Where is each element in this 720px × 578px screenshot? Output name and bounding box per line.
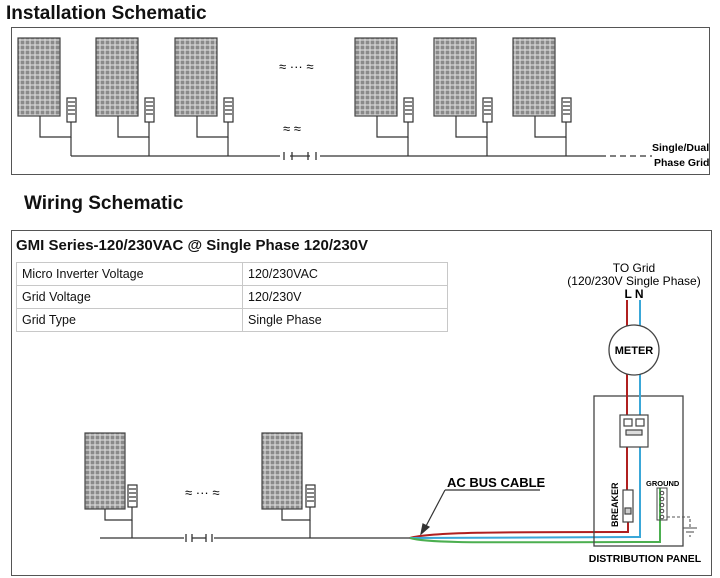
distribution-panel-box	[593, 395, 684, 547]
ac-bus-cable-label: AC BUS CABLE	[447, 475, 546, 490]
installation-frame	[11, 27, 710, 175]
grid-wires	[626, 300, 641, 537]
solar-panel-2	[95, 37, 139, 117]
table-row: Grid Voltage 120/230V	[16, 285, 448, 309]
breaker	[622, 489, 634, 523]
spec-value: 120/230VAC	[242, 262, 448, 286]
solar-panel-3	[174, 37, 218, 117]
ln-label: L N	[624, 287, 643, 301]
micro-inverter-1	[66, 97, 77, 123]
wiring-panel-2	[261, 432, 303, 510]
wiring-ellipsis: ≈ ··· ≈	[185, 485, 219, 500]
ground-label: GROUND	[646, 479, 680, 488]
installation-ellipsis: ≈ ··· ≈	[279, 59, 313, 74]
ground-symbol	[667, 516, 697, 537]
table-row: Grid Type Single Phase	[16, 308, 448, 332]
micro-inverter-6	[561, 97, 572, 123]
wiring-panel-1	[84, 432, 126, 510]
installation-title: Installation Schematic	[6, 3, 207, 24]
distribution-panel-label: DISTRIBUTION PANEL	[589, 553, 702, 565]
solar-panel-1	[17, 37, 61, 117]
grid-label-line1: Single/Dual	[652, 142, 709, 154]
bus-wires	[409, 460, 661, 544]
wiring-ac-bus	[100, 534, 412, 542]
wiring-panel-wires	[104, 507, 311, 538]
micro-inverter-4	[403, 97, 414, 123]
installation-panel-wires	[39, 116, 567, 156]
to-grid-phase-label: (120/230V Single Phase)	[567, 274, 700, 288]
main-switch	[619, 414, 649, 448]
meter-label: METER	[615, 345, 654, 357]
installation-panels	[17, 37, 556, 117]
grid-label-line2: Phase Grid	[654, 157, 709, 169]
ground-wire	[409, 488, 661, 544]
spec-label: Micro Inverter Voltage	[16, 262, 243, 286]
wiring-title: Wiring Schematic	[24, 193, 184, 214]
neutral-wire	[409, 460, 641, 539]
to-grid-label: TO Grid	[613, 261, 655, 275]
installation-ac-bus	[71, 152, 652, 160]
spec-value: 120/230V	[242, 285, 448, 309]
table-row: Micro Inverter Voltage 120/230VAC	[16, 262, 448, 286]
spec-value: Single Phase	[242, 308, 448, 332]
breaker-label: BREAKER	[610, 482, 620, 527]
solar-panel-5	[433, 37, 477, 117]
meter	[608, 324, 660, 376]
micro-inverter-3	[223, 97, 234, 123]
line-wire	[409, 520, 629, 539]
wiring-inverter-2	[305, 484, 316, 508]
solar-panel-6	[512, 37, 556, 117]
micro-inverter-2	[144, 97, 155, 123]
ground-bar	[656, 487, 668, 521]
installation-inverters	[66, 97, 572, 123]
spec-label: Grid Voltage	[16, 285, 243, 309]
micro-inverter-5	[482, 97, 493, 123]
spec-table: Micro Inverter Voltage 120/230VAC Grid V…	[16, 262, 448, 332]
spec-label: Grid Type	[16, 308, 243, 332]
wiring-inverter-1	[127, 484, 138, 508]
solar-panel-4	[354, 37, 398, 117]
installation-ellipsis-lower: ≈ ≈	[283, 121, 301, 136]
series-title: GMI Series-120/230VAC @ Single Phase 120…	[16, 237, 369, 254]
ac-bus-cable-pointer	[420, 489, 540, 536]
